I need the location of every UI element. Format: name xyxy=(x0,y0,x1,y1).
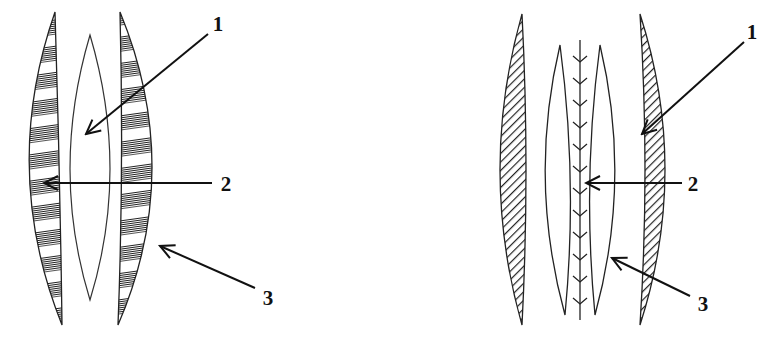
callout-number: 2 xyxy=(688,174,699,195)
leader-arrow xyxy=(586,182,682,184)
muscle-crescent xyxy=(118,12,152,325)
leader-arrow xyxy=(612,258,690,296)
callout-number: 1 xyxy=(213,14,224,35)
tissue-crescent xyxy=(590,45,615,315)
callout-number: 3 xyxy=(263,288,274,309)
leader-arrow xyxy=(86,34,208,134)
suture-stitches xyxy=(573,56,587,304)
callout-number: 3 xyxy=(698,294,709,315)
wound-opening xyxy=(70,35,110,300)
callout-number: 2 xyxy=(221,174,232,195)
callout-number: 1 xyxy=(747,22,758,43)
muscle-crescent xyxy=(29,12,62,325)
leader-arrow xyxy=(160,246,255,288)
leader-arrow xyxy=(44,182,212,184)
suture-line xyxy=(579,40,580,320)
tissue-crescent xyxy=(545,45,570,315)
leader-arrow xyxy=(642,42,744,134)
hatched-crescent xyxy=(500,14,526,325)
